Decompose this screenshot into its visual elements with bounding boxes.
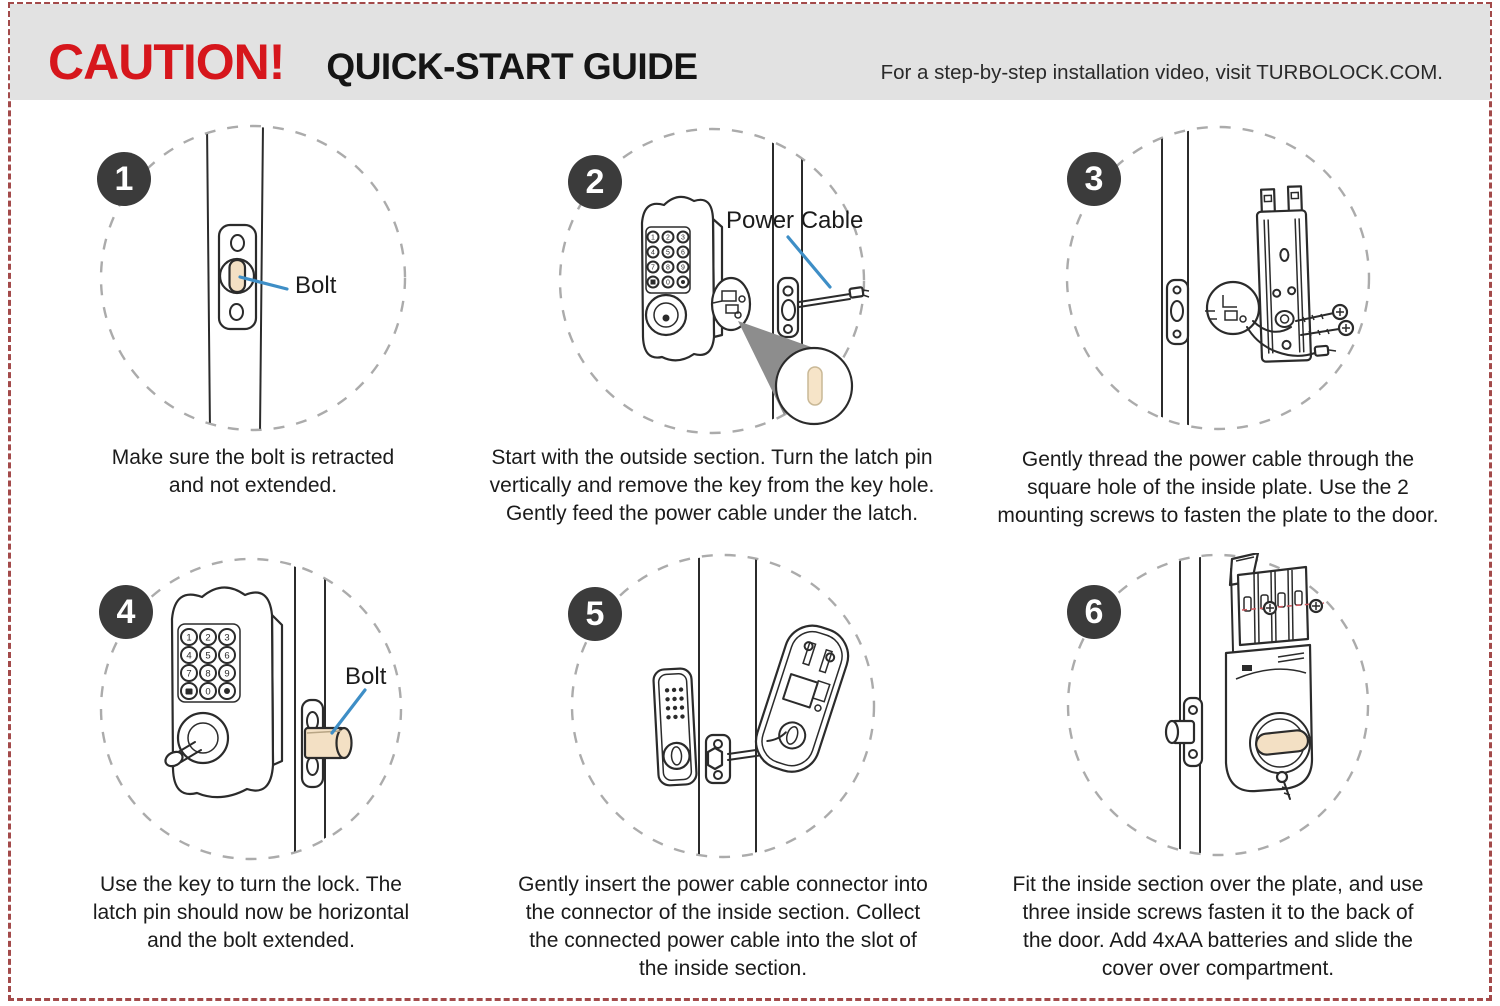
step-caption: Make sure the bolt is retracted and not … — [111, 446, 395, 497]
step-area-circle — [1066, 553, 1370, 857]
step-4-illustration: 1 2 3 4 5 6 7 8 9 0 — [99, 557, 403, 861]
step-number: 1 — [114, 159, 134, 198]
step-area-circle — [570, 553, 876, 859]
step-1: 1 Bolt Make sure the bolt is retracted a… — [93, 122, 413, 532]
door-edge — [294, 560, 326, 858]
step-number-badge: 4 — [99, 585, 153, 639]
svg-text:9: 9 — [681, 265, 685, 272]
step-caption: Gently insert the power cable connector … — [518, 873, 928, 980]
step-number: 5 — [585, 594, 605, 633]
step-caption: Start with the outside section. Turn the… — [489, 446, 935, 525]
step-5: 5 Gently insert the power cable connecto… — [518, 551, 928, 989]
svg-text:8: 8 — [666, 265, 670, 272]
step-number-badge: 2 — [568, 155, 622, 209]
step-caption: Fit the inside section over the plate, a… — [1012, 873, 1424, 980]
thumbturn-graphic — [1255, 729, 1310, 756]
power-cable-pointer-line — [786, 235, 832, 289]
keypad-lock-graphic: 1 2 3 4 5 6 7 8 9 0 — [640, 195, 724, 362]
step-number: 2 — [585, 162, 605, 201]
step-caption: Gently thread the power cable through th… — [997, 448, 1439, 527]
latch-plate — [217, 223, 258, 331]
inside-screws-graphic — [1262, 598, 1324, 616]
step-area-circle — [558, 127, 866, 435]
door-edge — [206, 127, 264, 429]
svg-text:0: 0 — [666, 280, 670, 287]
step-number-badge: 6 — [1067, 585, 1121, 639]
key-graphic — [164, 741, 202, 768]
latch-graphic — [1164, 696, 1204, 768]
step-3: 3 Gently thread the power cable through … — [997, 123, 1439, 533]
keypad-lock-graphic: 1 2 3 4 5 6 7 8 9 0 — [164, 586, 284, 799]
latch-pin-knob — [706, 746, 724, 771]
bolt-graphic — [303, 726, 353, 760]
svg-text:7: 7 — [651, 265, 655, 272]
step-caption: Use the key to turn the lock. The latch … — [92, 873, 410, 952]
step-number-badge: 3 — [1067, 152, 1121, 206]
svg-text:9: 9 — [224, 669, 229, 680]
step-4: 1 2 3 4 5 6 7 8 9 0 — [93, 557, 409, 989]
header-banner: CAUTION! QUICK-START GUIDE For a step-by… — [10, 4, 1490, 100]
svg-text:0: 0 — [205, 687, 210, 698]
bolt-label: Bolt — [345, 663, 387, 690]
inside-section-graphic — [1224, 553, 1325, 793]
svg-text:5: 5 — [666, 250, 670, 257]
svg-text:2: 2 — [666, 235, 670, 242]
svg-text:1: 1 — [186, 633, 191, 644]
svg-text:2: 2 — [205, 633, 210, 644]
step-2-illustration: 1 2 3 4 5 6 7 8 9 0 — [558, 127, 870, 435]
latch-faceplate — [1165, 278, 1190, 346]
step-3-illustration — [1065, 125, 1371, 431]
latch-graphic — [704, 733, 732, 785]
svg-text:6: 6 — [224, 651, 229, 662]
step-2: 1 2 3 4 5 6 7 8 9 0 — [490, 123, 934, 535]
screw-guide-line — [1241, 602, 1325, 611]
step-number-badge: 5 — [568, 587, 622, 641]
inside-section-graphic — [754, 624, 850, 773]
power-cable-label: Power Cable — [726, 207, 864, 234]
step-number-badge: 1 — [97, 152, 151, 206]
cable-grommet-graphic — [1205, 280, 1337, 357]
svg-text:4: 4 — [186, 651, 191, 662]
mounting-plate-graphic — [1255, 185, 1313, 363]
step-number: 3 — [1084, 159, 1104, 198]
bottom-screw-graphic — [1275, 770, 1291, 800]
power-cable-graphic — [798, 286, 870, 308]
svg-text:7: 7 — [186, 669, 191, 680]
step-number: 6 — [1084, 592, 1104, 631]
step-number: 4 — [116, 592, 136, 631]
svg-text:1: 1 — [651, 235, 655, 242]
bolt-pointer-line — [238, 275, 289, 291]
svg-text:6: 6 — [681, 250, 685, 257]
key-slot-graphic — [807, 366, 823, 406]
bolt-graphic — [228, 258, 247, 294]
svg-text:4: 4 — [651, 250, 655, 257]
svg-text:5: 5 — [205, 651, 210, 662]
step-1-illustration — [99, 124, 407, 432]
mounting-screws-graphic — [1295, 303, 1355, 337]
door-edge — [698, 556, 757, 856]
step-area-circle — [99, 124, 407, 432]
bolt-label: Bolt — [295, 272, 337, 299]
step-6: 6 Fit the inside section over the plate,… — [1013, 553, 1423, 989]
magnifier-graphic — [738, 321, 854, 426]
svg-text:3: 3 — [681, 235, 685, 242]
step-area-circle — [1065, 125, 1371, 431]
step-area-circle — [99, 557, 403, 861]
latch-pin-graphic — [710, 276, 752, 332]
latch-plate — [776, 276, 800, 339]
bolt-pointer-line — [330, 688, 367, 735]
step-6-illustration — [1066, 553, 1370, 857]
svg-text:3: 3 — [224, 633, 229, 644]
step-5-illustration — [570, 553, 876, 859]
svg-text:8: 8 — [205, 669, 210, 680]
outside-section-graphic — [652, 667, 698, 787]
door-edge — [1161, 128, 1189, 428]
